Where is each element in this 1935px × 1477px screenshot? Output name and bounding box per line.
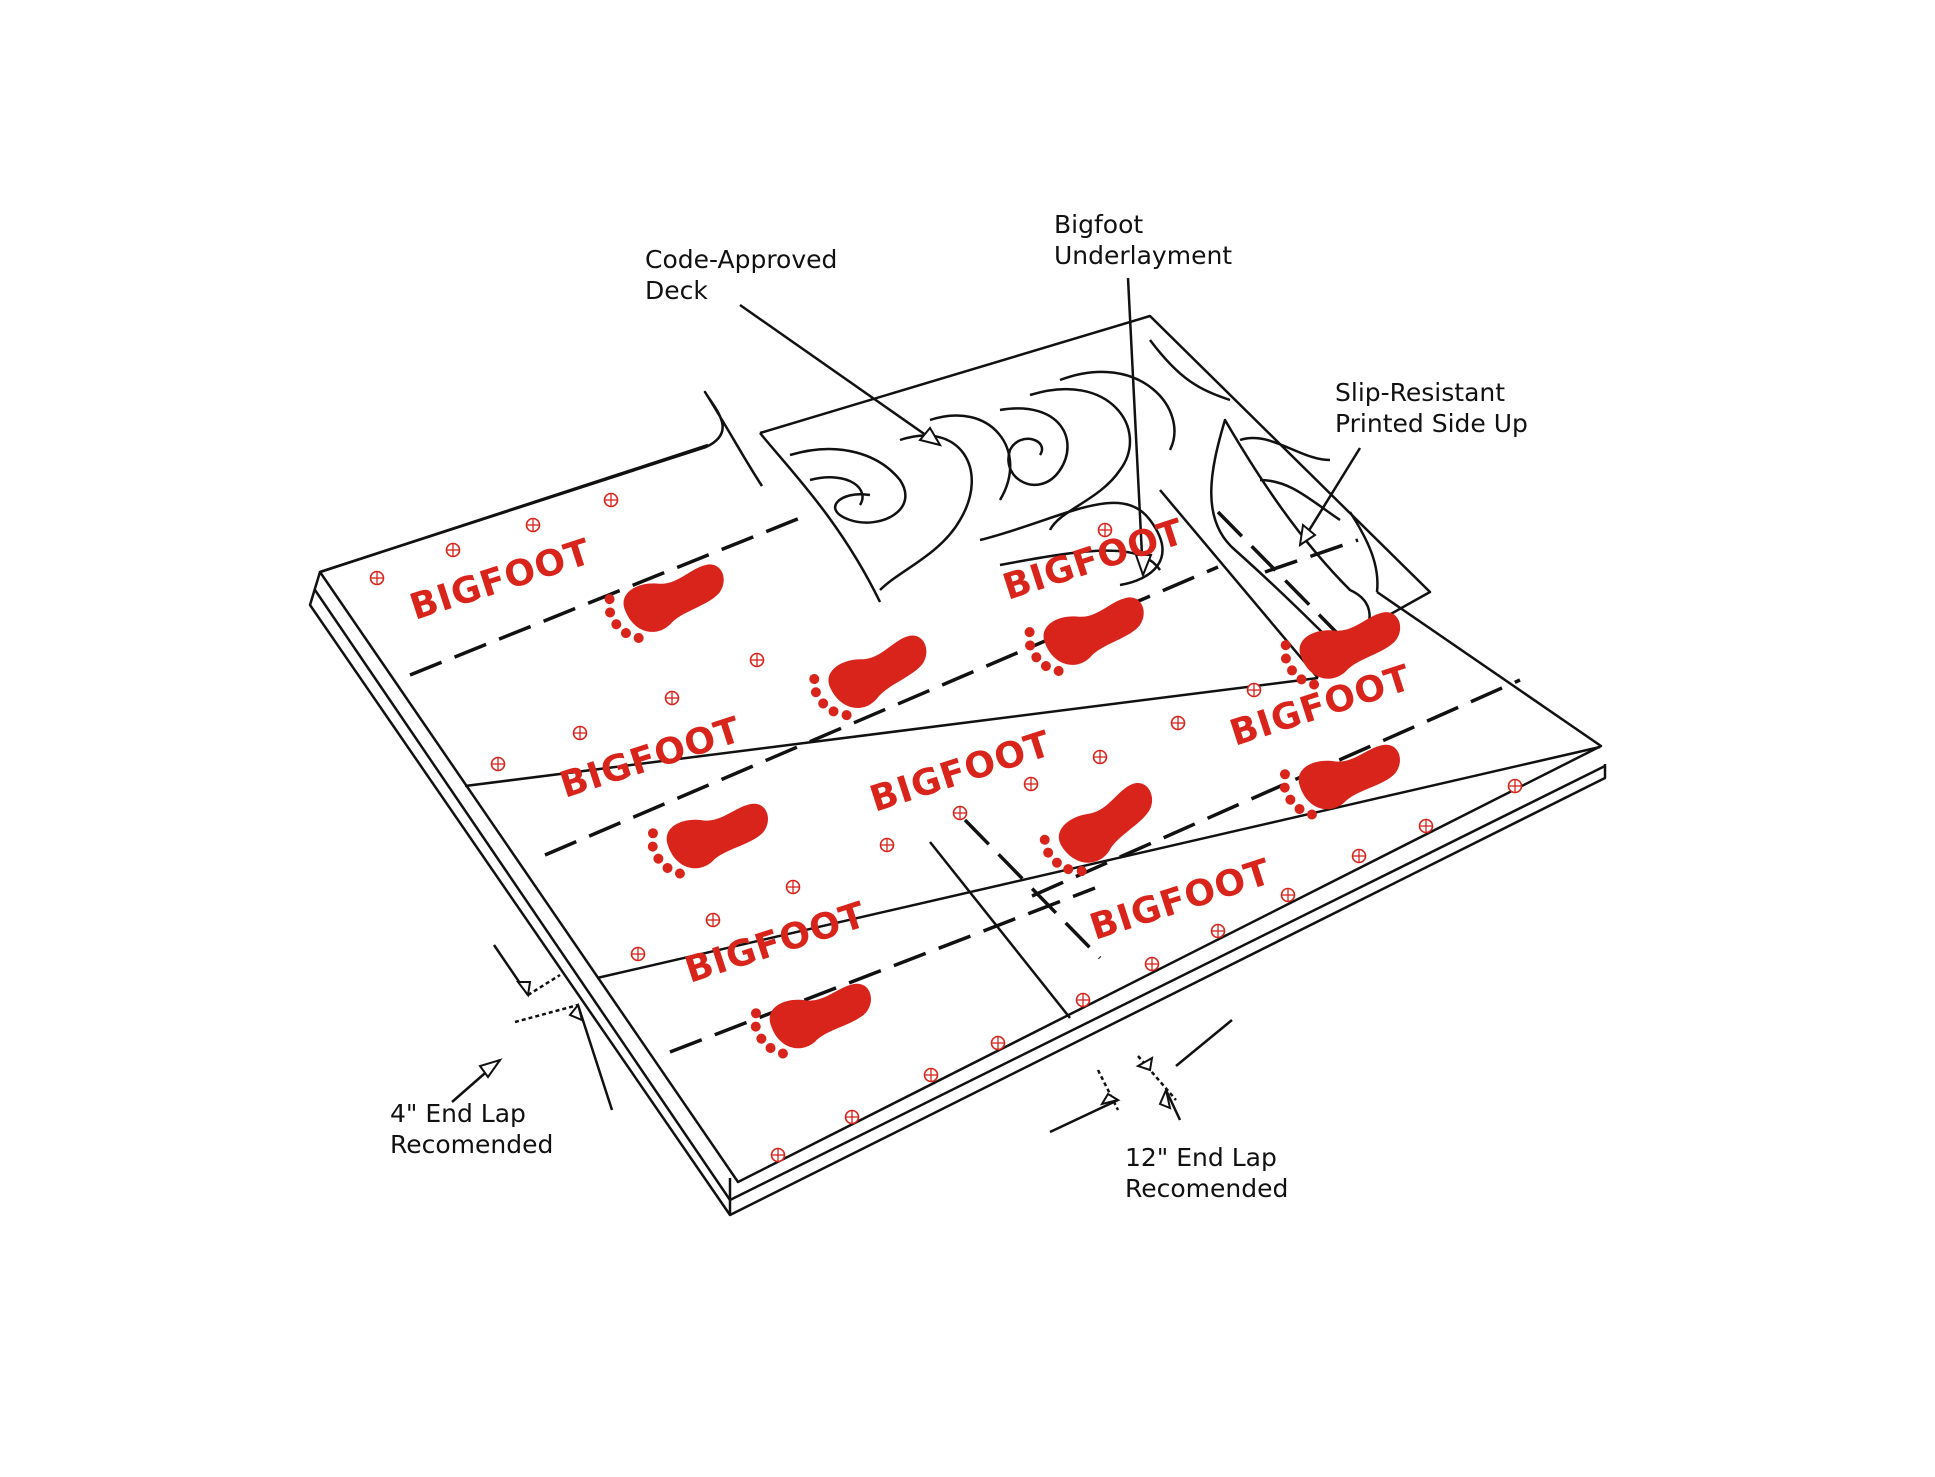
fastener-icon xyxy=(525,517,541,533)
footprint-icon xyxy=(1033,778,1171,888)
fastener-icon xyxy=(1144,956,1160,972)
fastener-icon xyxy=(1097,522,1113,538)
fastener-icon xyxy=(1280,887,1296,903)
label-slip-line1: Slip-Resistant xyxy=(1335,378,1506,407)
fastener-icon xyxy=(1075,992,1091,1008)
fastener-icon xyxy=(664,690,680,706)
bigfoot-brand-text: BIGFOOT xyxy=(1085,852,1276,949)
label-underlayment-line2: Underlayment xyxy=(1054,241,1233,270)
fastener-icon xyxy=(952,805,968,821)
label-deck-line1: Code-Approved xyxy=(645,245,838,274)
fastener-icon xyxy=(603,492,619,508)
footprint-icon xyxy=(643,801,777,884)
label-lap12-line1: 12" End Lap xyxy=(1125,1143,1277,1172)
fastener-icon xyxy=(749,652,765,668)
bigfoot-brand-text: BIGFOOT xyxy=(405,532,596,629)
fastener-icon xyxy=(1507,778,1523,794)
label-slip-resistant: Slip-Resistant Printed Side Up xyxy=(1335,377,1528,439)
dashed-guides xyxy=(409,510,1521,1054)
label-underlayment-line1: Bigfoot xyxy=(1054,210,1144,239)
label-4in-end-lap: 4" End Lap Recomended xyxy=(390,1098,553,1160)
fastener-icon xyxy=(1210,923,1226,939)
fastener-icon xyxy=(990,1035,1006,1051)
fastener-icon xyxy=(1418,818,1434,834)
label-12in-end-lap: 12" End Lap Recomended xyxy=(1125,1142,1288,1204)
fastener-icon xyxy=(445,542,461,558)
fastener-icon xyxy=(770,1147,786,1163)
footprint-icon xyxy=(1019,594,1155,683)
fastener-icon xyxy=(844,1109,860,1125)
fastener-icon xyxy=(785,879,801,895)
fastener-icon xyxy=(490,756,506,772)
footprints xyxy=(599,561,1411,1064)
fastener-icon xyxy=(923,1067,939,1083)
underlayment-sheet xyxy=(318,390,1603,1184)
fastener-icon xyxy=(572,725,588,741)
fastener-icon xyxy=(630,946,646,962)
fasteners xyxy=(369,492,1523,1163)
footprint-icon xyxy=(1275,742,1409,825)
footprint-icon xyxy=(599,561,735,650)
leader-arrowheads xyxy=(478,426,1317,1110)
bigfoot-brand-text: BIGFOOT xyxy=(680,895,871,992)
fastener-icon xyxy=(1351,848,1367,864)
seam-lines xyxy=(464,489,1601,1019)
footprint-icon xyxy=(746,981,880,1064)
fastener-icon xyxy=(369,570,385,586)
fastener-icon xyxy=(1092,749,1108,765)
fastener-icon xyxy=(1170,715,1186,731)
label-bigfoot-underlayment: Bigfoot Underlayment xyxy=(1054,209,1232,271)
fastener-icon xyxy=(1023,776,1039,792)
fastener-icon xyxy=(879,837,895,853)
label-lap4-line1: 4" End Lap xyxy=(390,1099,526,1128)
label-slip-line2: Printed Side Up xyxy=(1335,409,1528,438)
label-lap4-line2: Recomended xyxy=(390,1130,554,1159)
bigfoot-brand-text: BIGFOOT xyxy=(555,710,746,807)
label-lap12-line2: Recomended xyxy=(1125,1174,1289,1203)
fastener-icon xyxy=(705,912,721,928)
fastener-icon xyxy=(1246,682,1262,698)
end-lap-markers xyxy=(492,944,1233,1134)
wood-deck xyxy=(759,314,1432,622)
deck-edge xyxy=(308,571,1607,1217)
label-deck-line2: Deck xyxy=(645,276,708,305)
label-code-approved-deck: Code-Approved Deck xyxy=(645,244,837,306)
